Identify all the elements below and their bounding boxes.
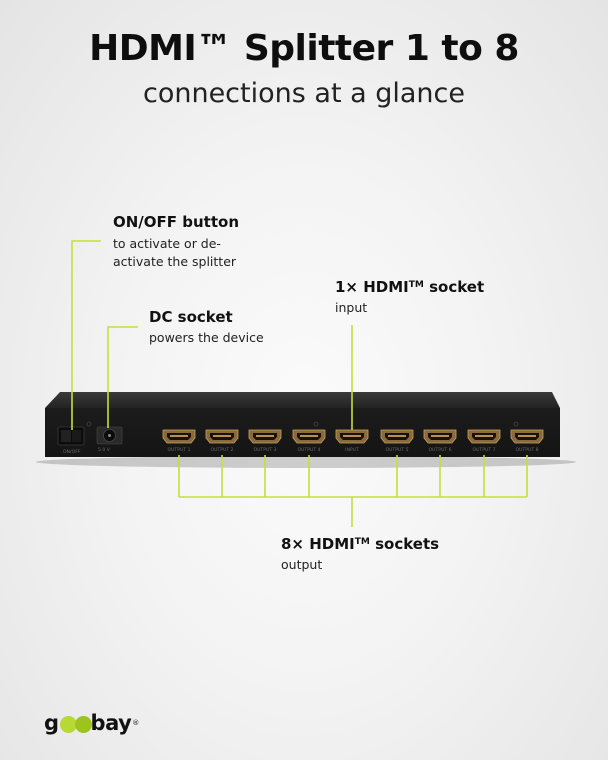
logo-circles-icon [59, 715, 92, 733]
input-callout-title: 1× HDMITM socket [335, 278, 485, 296]
outputs-callout-text: output [281, 557, 323, 572]
hdmi-input-port [335, 429, 369, 444]
hdmi-output-port [248, 429, 282, 444]
device-shadow [36, 456, 576, 468]
dc-socket [96, 426, 123, 445]
page-title: HDMI™ Splitter 1 to 8 [89, 28, 519, 69]
port-label: OUTPUT 7 [472, 447, 495, 453]
hdmi-output-port [162, 429, 196, 444]
port-label: OUTPUT 3 [253, 447, 276, 453]
dc-callout-text: powers the device [149, 330, 264, 345]
port-label: OUTPUT 4 [297, 447, 320, 453]
leader-lines [71, 240, 528, 527]
input-led-icon [313, 421, 319, 427]
output-led-icon [513, 421, 519, 427]
input-callout-text: input [335, 300, 368, 315]
hdmi-output-port [510, 429, 544, 444]
device-top [45, 392, 560, 408]
hdmi-ports: OUTPUT 1 OUTPUT 2 OUTPUT 3 OUTPUT 4 INPUT OUT… [162, 429, 544, 453]
hdmi-output-port [292, 429, 326, 444]
switch-label: ON/OFF [63, 449, 81, 455]
onoff-callout-text-2: activate the splitter [113, 254, 237, 269]
outputs-callout-title: 8× HDMITM sockets [281, 535, 440, 553]
power-switch [57, 421, 92, 446]
goobay-logo: g bay ® [44, 711, 139, 735]
port-label: OUTPUT 5 [385, 447, 408, 453]
onoff-callout-text-1: to activate or de- [113, 236, 221, 251]
hdmi-output-port [467, 429, 501, 444]
port-label: INPUT [345, 447, 359, 453]
dc-leader-line [107, 326, 138, 428]
port-label: OUTPUT 2 [210, 447, 233, 453]
port-label: OUTPUT 1 [167, 447, 190, 453]
page-subtitle: connections at a glance [142, 78, 465, 109]
hdmi-output-port [423, 429, 457, 444]
dc-callout-title: DC socket [149, 308, 233, 326]
port-label: OUTPUT 6 [428, 447, 451, 453]
led-icon [86, 421, 92, 427]
onoff-callout-title: ON/OFF button [113, 213, 239, 231]
outputs-leader-lines [178, 455, 528, 527]
port-label: OUTPUT 8 [515, 447, 538, 453]
onoff-leader-line [71, 240, 101, 430]
hdmi-output-port [205, 429, 239, 444]
dc-label: 5.0 V [98, 447, 111, 453]
hdmi-output-port [380, 429, 414, 444]
